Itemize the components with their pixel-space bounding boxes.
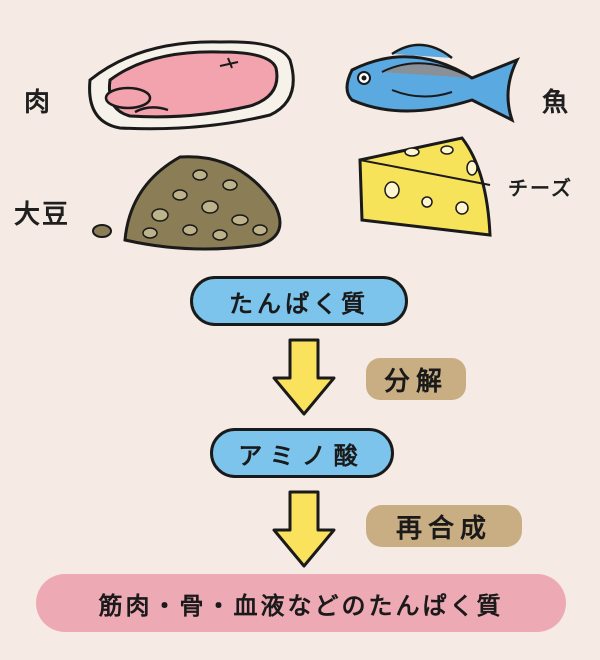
cheese-illustration — [358, 136, 492, 237]
label-soybean: 大豆 — [14, 200, 71, 230]
soybean-illustration — [92, 155, 282, 251]
meat-illustration — [88, 40, 295, 131]
pill-result: 筋肉・骨・血液などのたんぱく質 — [36, 574, 566, 632]
label-fish: 魚 — [542, 88, 571, 118]
label-meat: 肉 — [24, 88, 53, 118]
pill-protein: たんぱく質 — [190, 276, 408, 326]
down-arrow-icon — [272, 338, 336, 416]
label-cheese: チーズ — [508, 176, 573, 200]
fish-illustration — [345, 43, 521, 123]
pill-amino-acid: アミノ酸 — [210, 428, 394, 478]
tag-breakdown: 分解 — [366, 358, 466, 400]
down-arrow-icon-2 — [272, 490, 336, 568]
tag-resynthesis: 再合成 — [366, 505, 522, 547]
